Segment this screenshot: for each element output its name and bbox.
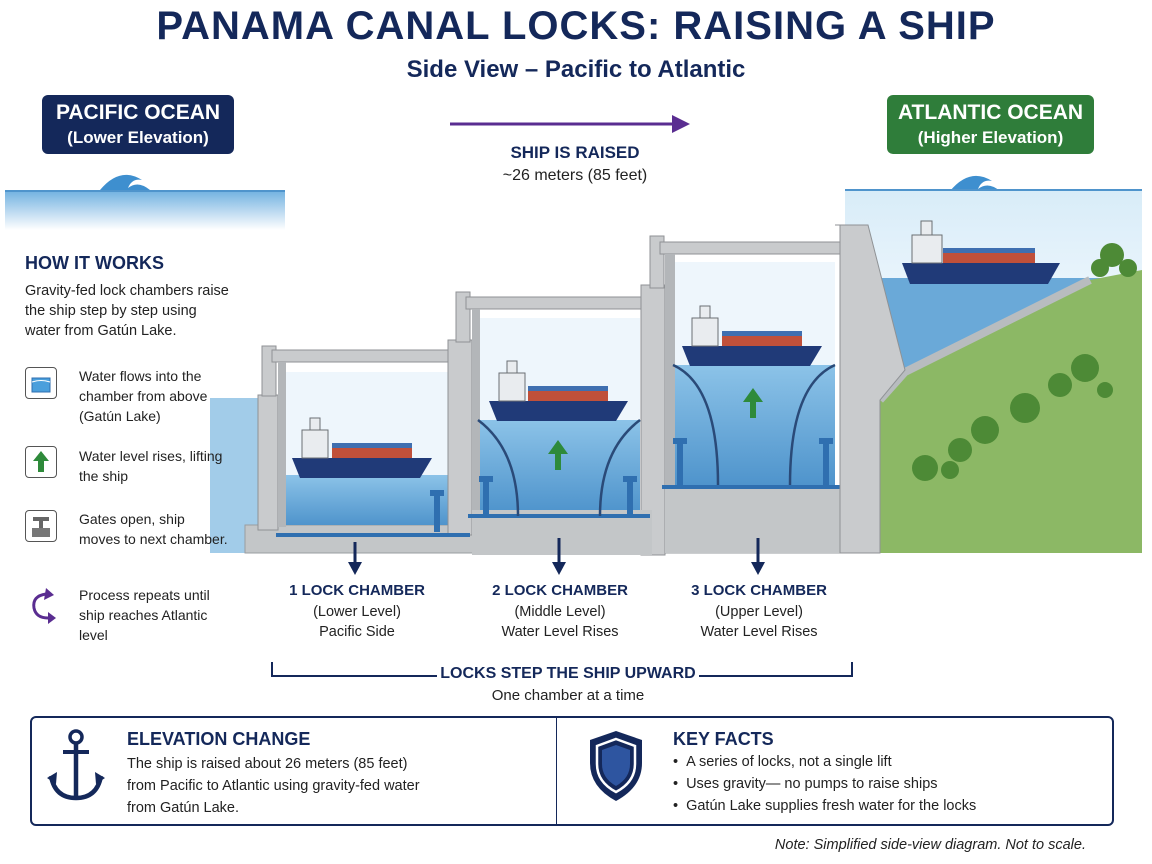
- valves: [430, 438, 833, 532]
- ship-pacific-chamber: [292, 417, 432, 478]
- chamber-3-note: Water Level Rises: [700, 624, 818, 640]
- chamber-1-title: 1 LOCK CHAMBER: [289, 582, 425, 599]
- how-it-works-title: HOW IT WORKS: [25, 253, 164, 273]
- label-arrows: [348, 538, 765, 575]
- up-arrow-icon: [25, 446, 57, 478]
- key-fact-item: Gatún Lake supplies fresh water for the …: [673, 795, 976, 817]
- ship-middle-chamber: [489, 360, 628, 421]
- pacific-ocean-label: PACIFIC OCEAN (Lower Elevation): [42, 95, 234, 154]
- repeat-arrow-icon: [26, 588, 60, 626]
- anchor-icon: [46, 728, 106, 804]
- atlantic-ocean-label: ATLANTIC OCEAN (Higher Elevation): [887, 95, 1094, 154]
- steps-banner-title: LOCKS STEP THE SHIP UPWARD: [437, 665, 699, 683]
- chamber-2-level: (Middle Level): [514, 603, 606, 620]
- step-2-text: Water level rises, lifting the ship: [79, 448, 223, 484]
- pacific-sea: [5, 174, 285, 230]
- chamber-1-level: (Lower Level): [313, 603, 401, 620]
- chamber-2: [455, 284, 666, 556]
- trees: [912, 243, 1137, 481]
- valve-icon: [25, 510, 57, 542]
- elevation-change-text: The ship is raised about 26 meters (85 f…: [127, 756, 420, 816]
- water-rise-arrows: [548, 388, 763, 470]
- elevation-change-title: ELEVATION CHANGE: [127, 729, 311, 749]
- chamber-1: [257, 339, 473, 537]
- chamber-2-label: 2 LOCK CHAMBER (Middle Level) Water Leve…: [460, 581, 660, 643]
- panel-divider: [556, 718, 557, 824]
- chamber-3-title: 3 LOCK CHAMBER: [691, 582, 827, 599]
- pacific-elevation: (Lower Elevation): [67, 128, 209, 147]
- step-4-text: Process repeats until ship reaches Atlan…: [79, 587, 210, 643]
- page-title: PANAMA CANAL LOCKS: RAISING A SHIP: [156, 4, 996, 48]
- chamber-3: [649, 224, 906, 554]
- shield-icon: [586, 729, 646, 803]
- ship-raised-title: SHIP IS RAISED: [510, 143, 640, 162]
- atlantic-elevation: (Higher Elevation): [917, 128, 1064, 147]
- key-facts-title: KEY FACTS: [673, 729, 774, 749]
- key-facts-list: A series of locks, not a single lift Use…: [673, 751, 976, 817]
- key-fact-item: A series of locks, not a single lift: [673, 751, 976, 773]
- chamber-3-level: (Upper Level): [715, 603, 803, 620]
- water-tank-icon: [25, 367, 57, 399]
- chamber-2-title: 2 LOCK CHAMBER: [492, 582, 628, 599]
- step-3-text: Gates open, ship moves to next chamber.: [79, 511, 228, 547]
- footnote: Note: Simplified side-view diagram. Not …: [774, 837, 1086, 853]
- direction-arrow: [450, 115, 690, 133]
- ship-atlantic: [902, 220, 1060, 284]
- step-1-text: Water flows into the chamber from above …: [79, 368, 208, 424]
- how-it-works-text: Gravity-fed lock chambers raise the ship…: [25, 283, 229, 339]
- pacific-name: PACIFIC OCEAN: [55, 101, 221, 124]
- page-subtitle: Side View – Pacific to Atlantic: [406, 56, 746, 83]
- steps-banner-subtitle: One chamber at a time: [491, 687, 645, 704]
- chamber-1-note: Pacific Side: [319, 624, 395, 640]
- chamber-3-label: 3 LOCK CHAMBER (Upper Level) Water Level…: [659, 581, 859, 643]
- chamber-1-label: 1 LOCK CHAMBER (Lower Level) Pacific Sid…: [257, 581, 457, 643]
- ship-raised-amount: ~26 meters (85 feet): [502, 167, 648, 184]
- key-fact-item: Uses gravity— no pumps to raise ships: [673, 773, 976, 795]
- info-panel: [30, 716, 1114, 826]
- ship-upper-chamber: [682, 305, 822, 366]
- chamber-2-note: Water Level Rises: [501, 624, 619, 640]
- atlantic-name: ATLANTIC OCEAN: [897, 101, 1084, 124]
